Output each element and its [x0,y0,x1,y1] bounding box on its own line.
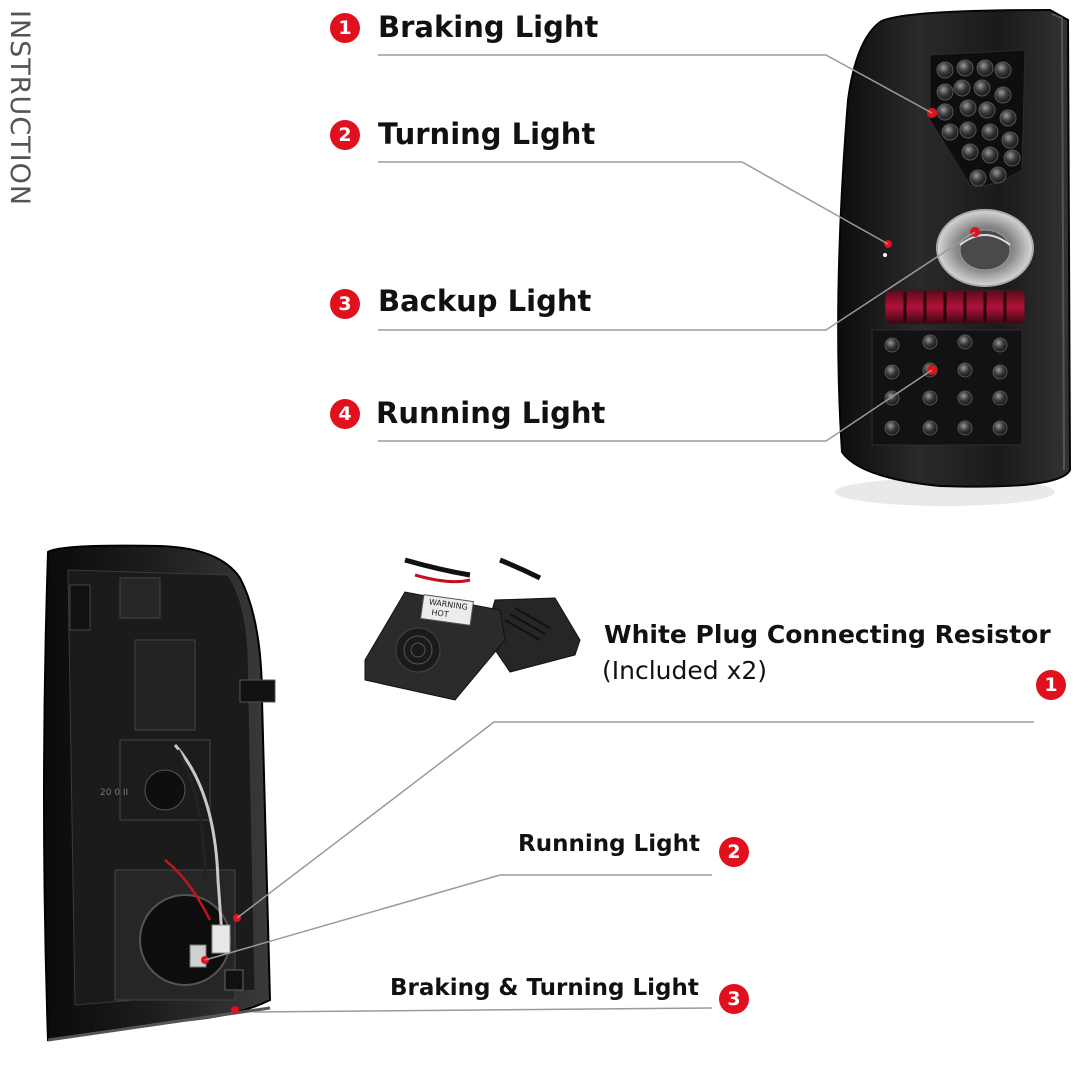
label-backup-light: Backup Light [378,284,592,318]
resistor-note: (Included x2) [602,656,768,685]
warning-hot-text: HOT [431,608,449,619]
badge-backup-light: 3 [330,289,360,319]
top-leader-lines [378,54,976,442]
resistor-box-image: WARNING HOT [364,557,581,701]
bottom-leader-lines [204,721,1034,1013]
side-title: INSTRUCTION [4,10,35,207]
tail-light-back-image: 20 0 II [43,544,276,1042]
tail-light-front-image [835,8,1072,506]
label-braking-turning-wire: Braking & Turning Light [390,975,699,1001]
badge-braking-light: 1 [330,13,360,43]
label-braking-light: Braking Light [378,10,599,44]
badge-braking-turning-wire: 3 [719,984,749,1014]
badge-turning-light: 2 [330,120,360,150]
badge-running-light-wire: 2 [719,837,749,867]
badge-resistor-plug: 1 [1036,670,1066,700]
svg-text:20 0 II: 20 0 II [100,788,128,798]
resistor-title: White Plug Connecting Resistor [604,620,1051,649]
label-running-light: Running Light [376,396,606,430]
label-running-light-wire: Running Light [518,831,700,857]
label-turning-light: Turning Light [378,117,596,151]
badge-running-light: 4 [330,399,360,429]
